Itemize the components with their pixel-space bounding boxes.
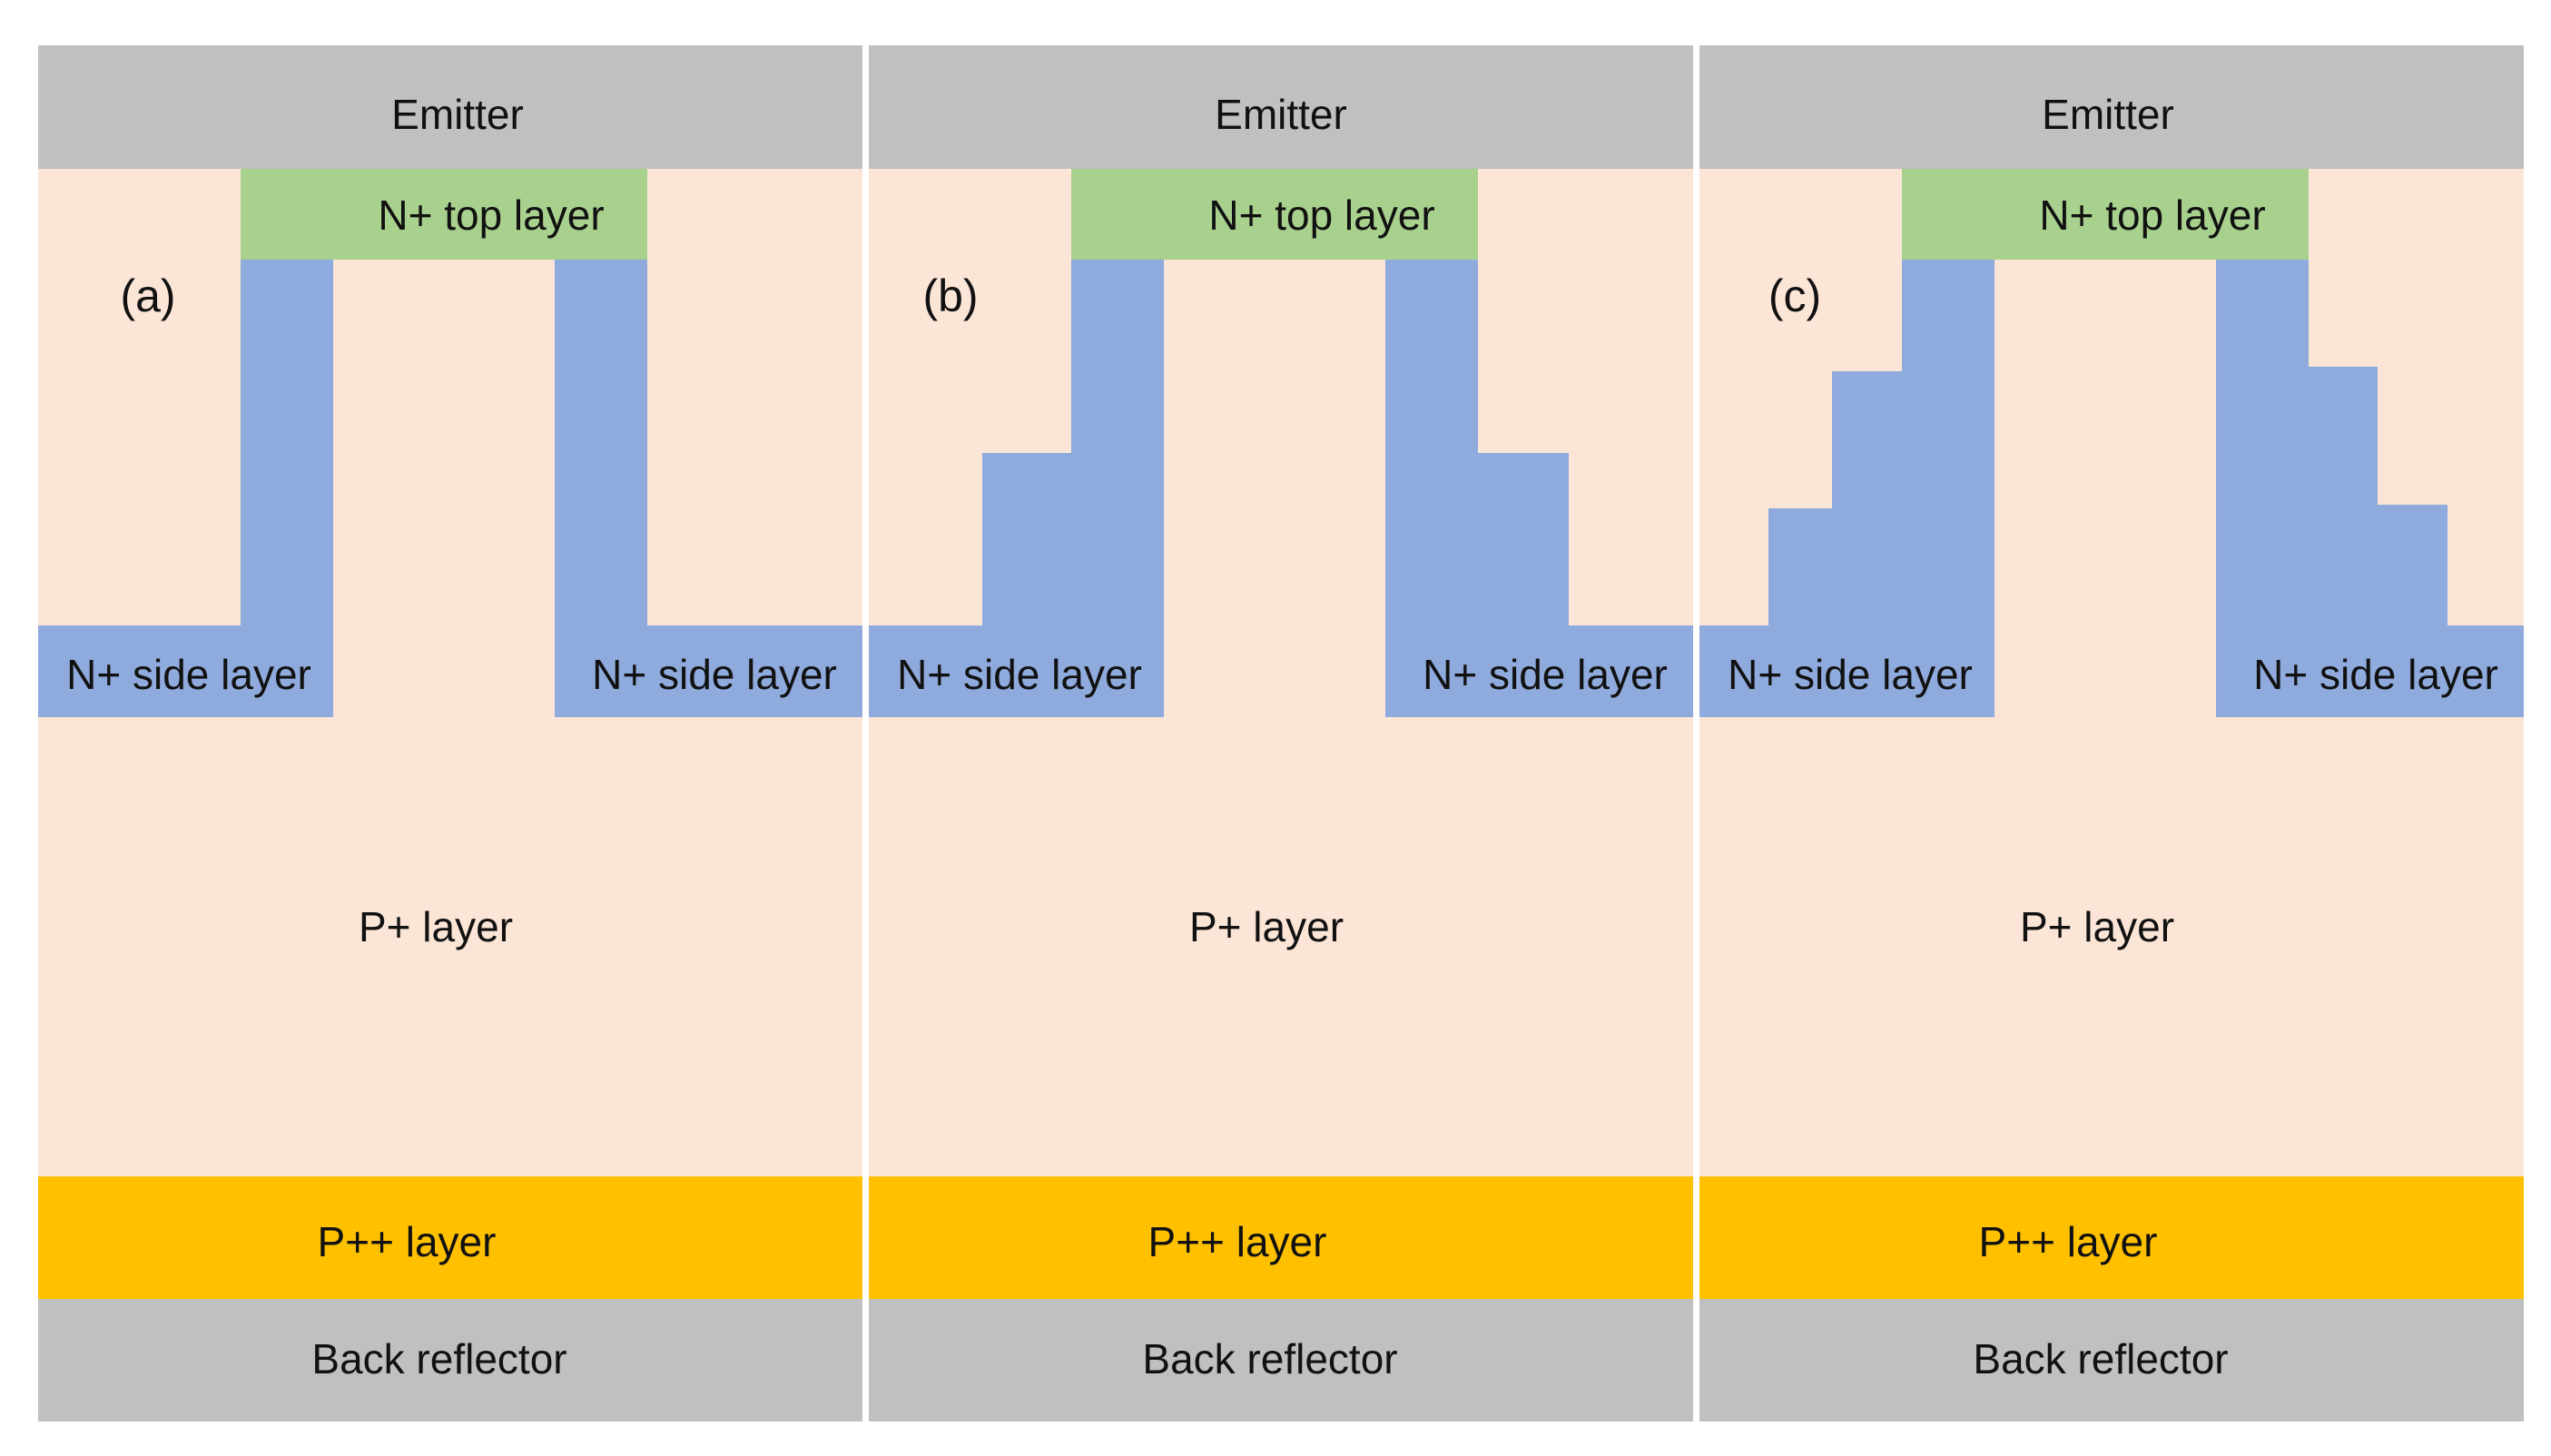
emitter-label: Emitter xyxy=(1215,91,1347,138)
panel-separator xyxy=(1693,36,1699,1434)
n-top-layer-label: N+ top layer xyxy=(2039,192,2265,239)
n-top-layer xyxy=(241,169,647,260)
emitter-label: Emitter xyxy=(2042,91,2174,138)
panel-tag: (b) xyxy=(922,271,978,321)
back-reflector-label: Back reflector xyxy=(1142,1335,1397,1382)
p-plus-plus-layer-label: P++ layer xyxy=(318,1218,497,1265)
n-side-layer-right xyxy=(2216,260,2524,717)
n-side-layer-right xyxy=(555,260,862,717)
panel-a: Emitter N+ top layer (a) N+ side layer N… xyxy=(38,45,862,1422)
p-plus-plus-layer-label: P++ layer xyxy=(1979,1218,2158,1265)
n-side-layer-left-label: N+ side layer xyxy=(897,651,1142,698)
n-side-layer-right-label: N+ side layer xyxy=(1423,651,1668,698)
p-plus-layer-label: P+ layer xyxy=(359,903,513,950)
panel-c: Emitter N+ top layer (c) N+ side layer N… xyxy=(1699,45,2524,1422)
n-side-layer-right xyxy=(1385,260,1693,717)
n-side-layer-left-label: N+ side layer xyxy=(66,651,311,698)
p-plus-plus-layer xyxy=(38,1176,862,1299)
n-side-layer-right-label: N+ side layer xyxy=(592,651,837,698)
panel-tag: (c) xyxy=(1768,271,1821,321)
back-reflector-label: Back reflector xyxy=(1973,1335,2228,1382)
back-reflector-layer xyxy=(869,1299,1693,1422)
emitter-layer xyxy=(869,45,1693,169)
p-plus-plus-layer-label: P++ layer xyxy=(1148,1218,1327,1265)
panel-b: Emitter N+ top layer (b) N+ side layer N… xyxy=(869,45,1693,1422)
back-reflector-label: Back reflector xyxy=(311,1335,566,1382)
n-side-layer-right-label: N+ side layer xyxy=(2253,651,2498,698)
panel-separator xyxy=(862,36,869,1434)
n-top-layer xyxy=(1902,169,2309,260)
n-top-layer xyxy=(1071,169,1478,260)
n-side-layer-left xyxy=(1699,260,1995,717)
emitter-label: Emitter xyxy=(391,91,524,138)
p-plus-plus-layer xyxy=(869,1176,1693,1299)
emitter-layer xyxy=(38,45,862,169)
n-top-layer-label: N+ top layer xyxy=(1208,192,1434,239)
emitter-layer xyxy=(1699,45,2524,169)
n-side-layer-left xyxy=(38,260,333,717)
p-plus-layer-label: P+ layer xyxy=(2020,903,2174,950)
n-side-layer-left xyxy=(869,260,1164,717)
n-side-layer-left-label: N+ side layer xyxy=(1728,651,1973,698)
p-plus-layer-label: P+ layer xyxy=(1189,903,1344,950)
panel-tag: (a) xyxy=(120,271,175,321)
back-reflector-layer xyxy=(1699,1299,2524,1422)
p-plus-plus-layer xyxy=(1699,1176,2524,1299)
back-reflector-layer xyxy=(38,1299,862,1422)
n-top-layer-label: N+ top layer xyxy=(378,192,604,239)
